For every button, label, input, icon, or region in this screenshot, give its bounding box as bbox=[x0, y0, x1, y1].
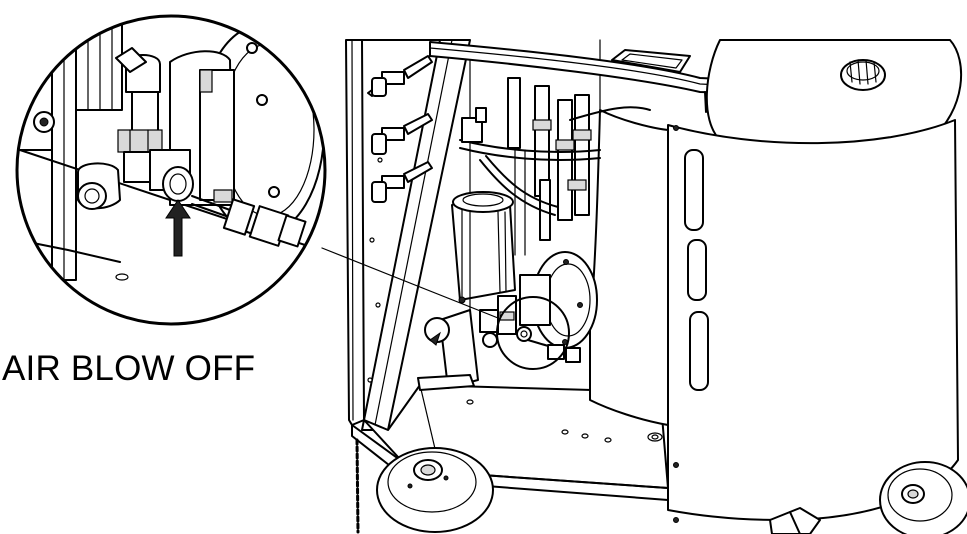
pump-block bbox=[417, 191, 516, 391]
leader-line bbox=[321, 247, 499, 319]
ground-chain bbox=[355, 438, 360, 534]
wheel-front-left bbox=[376, 447, 494, 533]
zoom-circle-border bbox=[15, 14, 327, 326]
arrow-up-icon bbox=[165, 199, 191, 257]
tank-housing bbox=[589, 39, 963, 523]
zoom-detail bbox=[17, 16, 325, 324]
valve-column bbox=[367, 55, 433, 203]
detail-target bbox=[479, 295, 581, 370]
air-blow-off-label: AIR BLOW OFF bbox=[2, 349, 256, 388]
manifold-assembly bbox=[459, 77, 651, 256]
caster-mid bbox=[769, 507, 821, 534]
detail-ring bbox=[496, 296, 570, 370]
wheel-front-right bbox=[879, 461, 967, 534]
pump-motor bbox=[519, 251, 598, 349]
